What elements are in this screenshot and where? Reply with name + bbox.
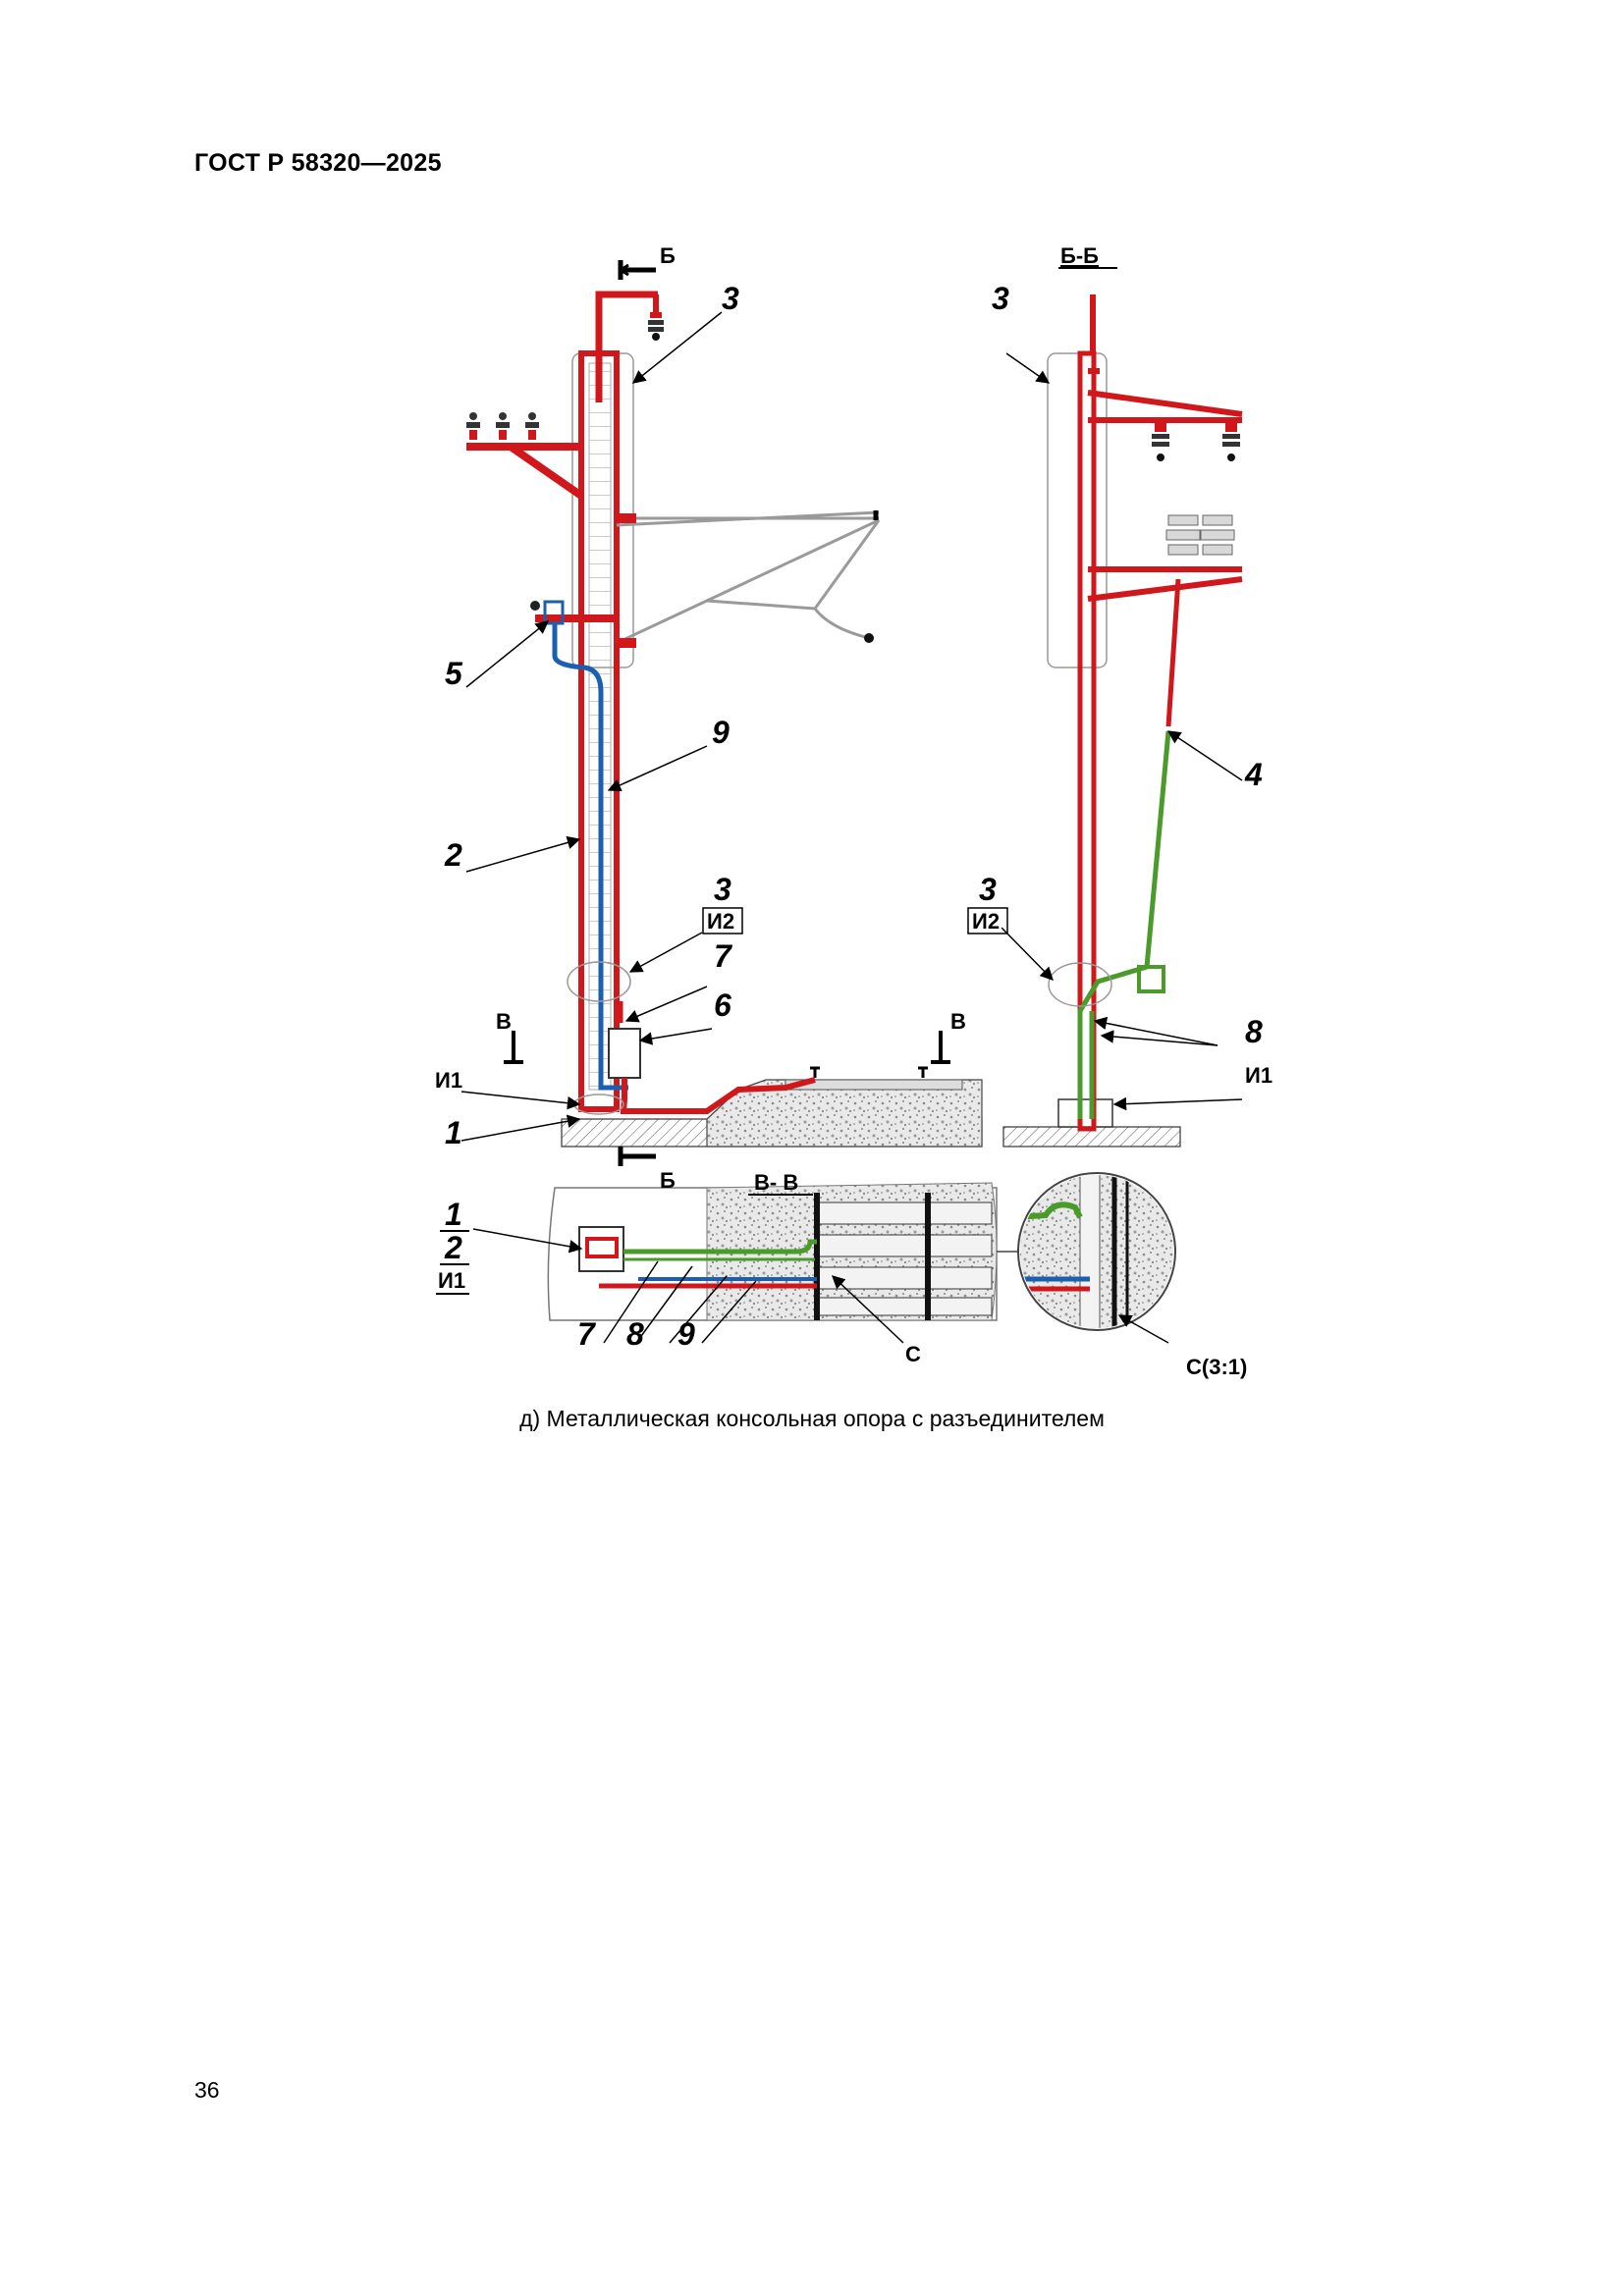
insulator-string [648, 312, 664, 341]
callout-i2: И2 [707, 909, 734, 934]
document-code: ГОСТ Р 58320—2025 [194, 149, 442, 177]
callout-3: 3 [979, 872, 997, 907]
callout-numbers: 3 5 9 2 3 И2 7 6 И1 1 3 4 3 И2 8 И1 1 2 … [435, 281, 1272, 1366]
drive-rod-4 [1144, 730, 1171, 968]
callout-3: 3 [992, 281, 1009, 316]
callout-5: 5 [445, 656, 463, 691]
callout-1: 1 [445, 1197, 462, 1232]
right-section-view [1002, 294, 1243, 1148]
detail-label-c: С(3:1) [1186, 1355, 1247, 1379]
plan-sleepers [814, 1201, 993, 1316]
disconnector-drive [530, 601, 540, 611]
left-elevation-view [466, 291, 983, 1148]
callout-8: 8 [626, 1316, 644, 1352]
cantilever-hinge-bottom [617, 638, 636, 648]
metal-mast [1077, 350, 1097, 1132]
ground-lead-7 [620, 1077, 816, 1114]
section-title-bb: Б-Б [1060, 243, 1099, 268]
section-label-v-left: В [496, 1009, 512, 1034]
insulating-joint-i2 [567, 961, 631, 1002]
section-marker-v-right: В [931, 1009, 966, 1064]
rail-head [810, 1066, 820, 1078]
callout-i1: И1 [1245, 1063, 1272, 1088]
cantilever-hinge-top [617, 513, 636, 523]
contact-wire-clamp [864, 633, 874, 643]
catenary-cantilever [616, 510, 881, 645]
rail-head [918, 1066, 928, 1078]
callout-3: 3 [714, 872, 731, 907]
feeder-insulators [466, 412, 539, 440]
insulating-joint-i2 [1048, 962, 1112, 1007]
feeder-insulators [1152, 422, 1240, 461]
disconnector-crossarm [1087, 566, 1243, 602]
plan-conductor-8 [623, 1239, 817, 1255]
callout-7: 7 [714, 938, 733, 974]
callout-9: 9 [712, 715, 730, 750]
plan-mast [585, 1237, 619, 1258]
detail-c-content [1020, 1175, 1173, 1328]
drive-rod-upper [1165, 578, 1181, 727]
section-marker-b-top: Б [618, 243, 676, 280]
figure-caption: д) Металлическая консольная опора с разъ… [519, 1406, 1105, 1431]
callout-c: С [905, 1342, 921, 1366]
foundation [1057, 1098, 1113, 1128]
callout-6: 6 [714, 988, 731, 1023]
leader-lines [460, 311, 1243, 1344]
feeder-crossarm [466, 443, 584, 500]
technical-figure: Б Б В В Б-Б В- В С(3:1) 3 5 9 2 3 И2 7 6… [435, 243, 1272, 1379]
callout-2: 2 [444, 1230, 462, 1265]
callout-9: 9 [677, 1316, 695, 1352]
support-body-outline [1047, 352, 1108, 668]
top-bracket [595, 291, 658, 402]
section-title-vv: В- В [754, 1170, 798, 1195]
callout-4: 4 [1244, 757, 1263, 792]
plan-section-view [547, 1172, 1176, 1331]
callout-i2: И2 [972, 909, 1000, 934]
callout-i1: И1 [438, 1268, 465, 1293]
feeder-crossarm [1087, 368, 1243, 423]
disconnector-insulators [1165, 514, 1235, 556]
callout-i1: И1 [435, 1068, 462, 1093]
section-marker-v-left: В [496, 1009, 523, 1064]
section-label-b-top: Б [660, 243, 676, 268]
page-number: 36 [194, 2077, 220, 2103]
section-label-b-bottom: Б [660, 1168, 676, 1193]
terminal-box-6 [608, 1028, 641, 1079]
callout-2: 2 [444, 837, 462, 873]
drive-handle [1137, 965, 1165, 993]
section-marker-b-bottom: Б [618, 1147, 676, 1193]
section-label-v-right: В [950, 1009, 966, 1034]
drive-link-green [1077, 964, 1148, 1119]
grounding-conductor-9 [552, 623, 628, 1091]
callout-8: 8 [1245, 1014, 1263, 1049]
callout-3: 3 [722, 281, 739, 316]
callout-7: 7 [577, 1316, 597, 1352]
callout-1: 1 [445, 1115, 462, 1150]
